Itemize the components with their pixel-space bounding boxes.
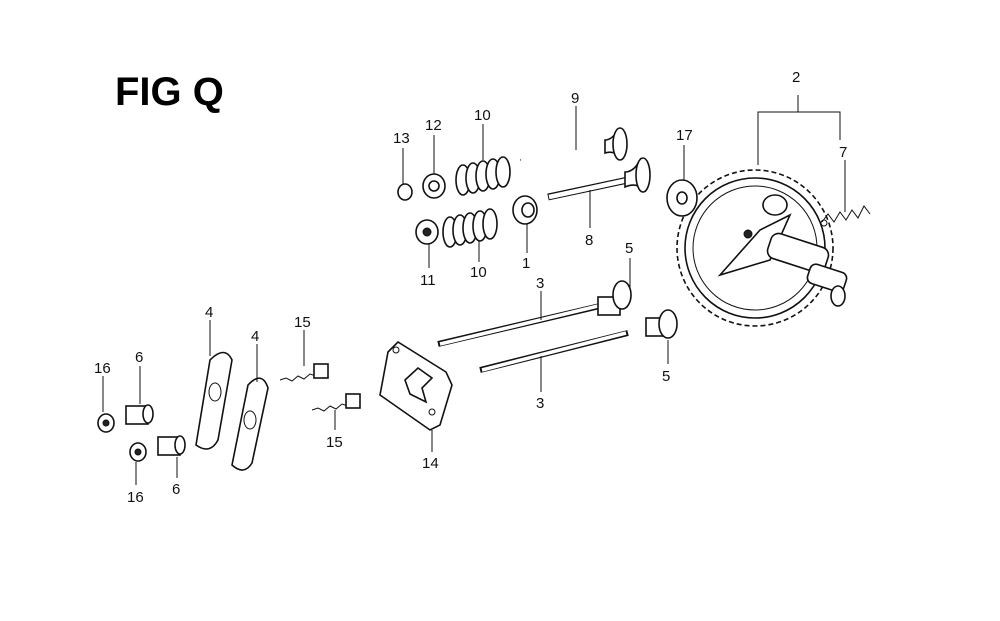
rocker-arm-stud-lower-part (311, 393, 361, 412)
spring-retainer-upper-part (422, 173, 446, 199)
spring-retainer-lower-part (415, 219, 439, 245)
rocker-arm-left-part (195, 351, 233, 450)
callout-15-lower: 15 (326, 434, 343, 451)
tappet-upper-part (597, 280, 632, 316)
callout-4-left: 4 (205, 304, 213, 321)
callout-10-upper: 10 (474, 107, 491, 124)
rocker-pivot-upper-part (125, 404, 154, 425)
washer-part (666, 179, 698, 217)
pivot-nut-upper-part (97, 413, 115, 433)
callout-labels: 2 7 17 9 8 13 12 10 10 11 1 5 5 3 3 14 1… (94, 69, 847, 506)
leader-lines (102, 95, 846, 485)
pivot-nut-lower-part (129, 442, 147, 462)
callout-12: 12 (425, 117, 442, 134)
callout-3-upper: 3 (536, 275, 544, 292)
push-rod-lower-part (479, 330, 629, 373)
valve-rotator-part (397, 183, 413, 201)
callout-15-upper: 15 (294, 314, 311, 331)
callout-5-lower: 5 (662, 368, 670, 385)
callout-9: 9 (571, 90, 579, 107)
callout-11: 11 (420, 272, 436, 289)
decompressor-spring-part (820, 205, 871, 227)
callout-2: 2 (792, 69, 800, 86)
rocker-arm-stud-upper-part (279, 363, 329, 382)
callout-16-lower: 16 (127, 489, 144, 506)
valve-spring-lower-part (442, 208, 498, 248)
tappet-lower-part (645, 309, 678, 339)
push-rod-guide-plate-part (379, 340, 453, 431)
camshaft-gear-part (676, 169, 848, 327)
callout-3-lower: 3 (536, 395, 544, 412)
exhaust-valve-part (547, 157, 651, 201)
callout-17: 17 (676, 127, 693, 144)
valve-spring-upper-part (455, 156, 511, 196)
callout-6-upper: 6 (135, 349, 143, 366)
callout-1: 1 (522, 255, 530, 272)
callout-5-upper: 5 (625, 240, 633, 257)
callout-16-upper: 16 (94, 360, 111, 377)
callout-8: 8 (585, 232, 593, 249)
figure-title: FIG Q (115, 70, 224, 114)
callout-10-lower: 10 (470, 264, 487, 281)
callout-4-right: 4 (251, 328, 259, 345)
rocker-pivot-lower-part (157, 435, 186, 456)
rocker-arm-right-part (231, 377, 269, 471)
callout-14: 14 (422, 455, 439, 472)
callout-6-lower: 6 (172, 481, 180, 498)
valve-guide-seal-part (512, 195, 538, 225)
callout-13: 13 (393, 130, 410, 147)
push-rod-upper-part (437, 303, 601, 347)
intake-valve-part (519, 127, 628, 163)
callout-7: 7 (839, 144, 847, 161)
